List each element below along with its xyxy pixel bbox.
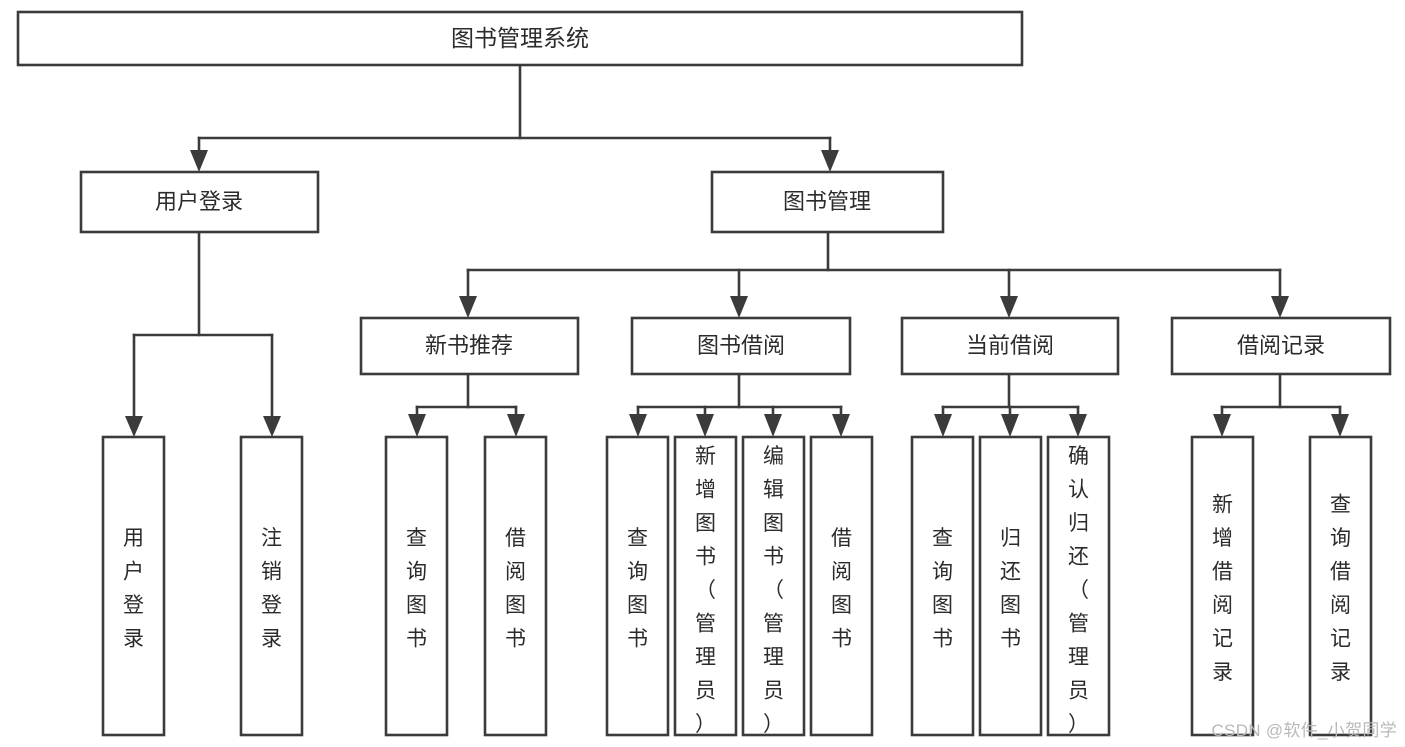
arrow-head-leaf-add-record — [1213, 414, 1231, 437]
svg-text:查询图书: 查询图书 — [406, 527, 427, 651]
node-root[interactable]: 图书管理系统 — [16, 10, 1024, 67]
svg-text:查询图书: 查询图书 — [627, 527, 648, 651]
node-user-login-label: 用户登录 — [155, 189, 243, 214]
arrow-head-leaf-add-book — [696, 414, 714, 437]
svg-text:确认归还（管理员）: 确认归还（管理员） — [1068, 445, 1089, 736]
node-book-manage-box[interactable] — [710, 170, 945, 234]
leaf-return-book-label: 归还图书 — [1000, 527, 1021, 651]
leaf-borrow-book-1-label: 借阅图书 — [505, 527, 526, 651]
node-new-book-recommend-box[interactable] — [359, 316, 580, 376]
node-book-borrow-box[interactable] — [630, 316, 852, 376]
leaf-node-layer — [101, 435, 1373, 737]
leaf-text-layer: 用户登录 注销登录 查询图书 借阅图书 查询图书 新增图书（管理员） 编辑图书（管理员） 借阅… — [123, 445, 1351, 736]
node-borrow-record[interactable]: 借阅记录 — [1170, 316, 1392, 376]
arrow-head-leaf-edit-book — [764, 414, 782, 437]
svg-text:注销登录: 注销登录 — [261, 527, 282, 651]
node-borrow-record-label: 借阅记录 — [1237, 333, 1325, 358]
arrow-head-leaf-user-login — [125, 416, 143, 437]
node-current-borrow-label: 当前借阅 — [966, 333, 1054, 358]
leaf-user-login-label: 用户登录 — [123, 527, 144, 651]
leaf-user-login-box[interactable] — [101, 435, 166, 737]
node-borrow-record-box[interactable] — [1170, 316, 1392, 376]
leaf-edit-book-label: 编辑图书（管理员） — [763, 445, 784, 736]
leaf-query-book-3-label: 查询图书 — [932, 527, 953, 651]
leaf-query-book-2-box[interactable] — [605, 435, 670, 737]
node-current-borrow-box[interactable] — [900, 316, 1120, 376]
node-user-login-box[interactable] — [79, 170, 320, 234]
leaf-add-record-box[interactable] — [1190, 435, 1255, 737]
node-root-label: 图书管理系统 — [451, 25, 589, 51]
arrow-head-leaf-query-book-3 — [934, 414, 952, 437]
node-new-book-recommend[interactable]: 新书推荐 — [359, 316, 580, 376]
leaf-edit-book-box[interactable] — [741, 435, 806, 737]
node-book-manage[interactable]: 图书管理 — [710, 170, 945, 234]
node-current-borrow[interactable]: 当前借阅 — [900, 316, 1120, 376]
leaf-confirm-return-box[interactable] — [1046, 435, 1111, 737]
svg-text:编辑图书（管理员）: 编辑图书（管理员） — [763, 445, 784, 736]
leaf-borrow-book-2-label: 借阅图书 — [831, 527, 852, 651]
svg-text:借阅图书: 借阅图书 — [831, 527, 852, 651]
leaf-add-book-label: 新增图书（管理员） — [695, 445, 716, 736]
svg-text:归还图书: 归还图书 — [1000, 527, 1021, 651]
arrow-head-new-book-recommend — [459, 296, 477, 318]
svg-text:用户登录: 用户登录 — [123, 527, 144, 651]
arrow-head-leaf-borrow-book-2 — [832, 414, 850, 437]
node-book-borrow-label: 图书借阅 — [697, 333, 785, 358]
leaf-add-book-box[interactable] — [673, 435, 738, 737]
arrow-head-leaf-borrow-book-1 — [507, 414, 525, 437]
arrow-head-leaf-confirm-return — [1069, 414, 1087, 437]
arrow-head-leaf-query-record — [1331, 414, 1349, 437]
node-book-borrow[interactable]: 图书借阅 — [630, 316, 852, 376]
svg-text:新增图书（管理员）: 新增图书（管理员） — [695, 445, 716, 736]
leaf-query-book-3-box[interactable] — [910, 435, 975, 737]
leaf-borrow-book-2-box[interactable] — [809, 435, 874, 737]
leaf-confirm-return-label: 确认归还（管理员） — [1068, 445, 1089, 736]
arrow-head-book-borrow — [730, 296, 748, 318]
node-root-box[interactable] — [16, 10, 1024, 67]
arrow-head-user-login — [190, 150, 208, 172]
connector-layer — [125, 63, 1349, 437]
leaf-add-record-label: 新增借阅记录 — [1212, 494, 1233, 685]
arrow-head-borrow-record — [1271, 296, 1289, 318]
leaf-logout-box[interactable] — [239, 435, 304, 737]
arrow-head-leaf-logout — [263, 416, 281, 437]
leaf-query-record-box[interactable] — [1308, 435, 1373, 737]
svg-text:查询借阅记录: 查询借阅记录 — [1330, 494, 1351, 685]
leaf-query-book-1-label: 查询图书 — [406, 527, 427, 651]
leaf-borrow-book-1-box[interactable] — [483, 435, 548, 737]
leaf-query-book-2-label: 查询图书 — [627, 527, 648, 651]
svg-text:查询图书: 查询图书 — [932, 527, 953, 651]
leaf-logout-label: 注销登录 — [261, 527, 282, 651]
node-user-login[interactable]: 用户登录 — [79, 170, 320, 234]
node-new-book-recommend-label: 新书推荐 — [425, 333, 513, 358]
leaf-return-book-box[interactable] — [978, 435, 1043, 737]
arrow-head-leaf-query-book-2 — [629, 414, 647, 437]
svg-text:借阅图书: 借阅图书 — [505, 527, 526, 651]
arrow-head-leaf-return-book — [1001, 414, 1019, 437]
svg-text:新增借阅记录: 新增借阅记录 — [1212, 494, 1233, 685]
leaf-query-book-1-box[interactable] — [384, 435, 449, 737]
arrow-head-book-manage — [821, 150, 839, 172]
arrow-head-current-borrow — [1000, 296, 1018, 318]
leaf-query-record-label: 查询借阅记录 — [1330, 494, 1351, 685]
csdn-watermark: CSDN @软件_小贺同学 — [1211, 721, 1397, 740]
arrow-head-leaf-query-book-1 — [408, 414, 426, 437]
node-book-manage-label: 图书管理 — [783, 189, 871, 214]
